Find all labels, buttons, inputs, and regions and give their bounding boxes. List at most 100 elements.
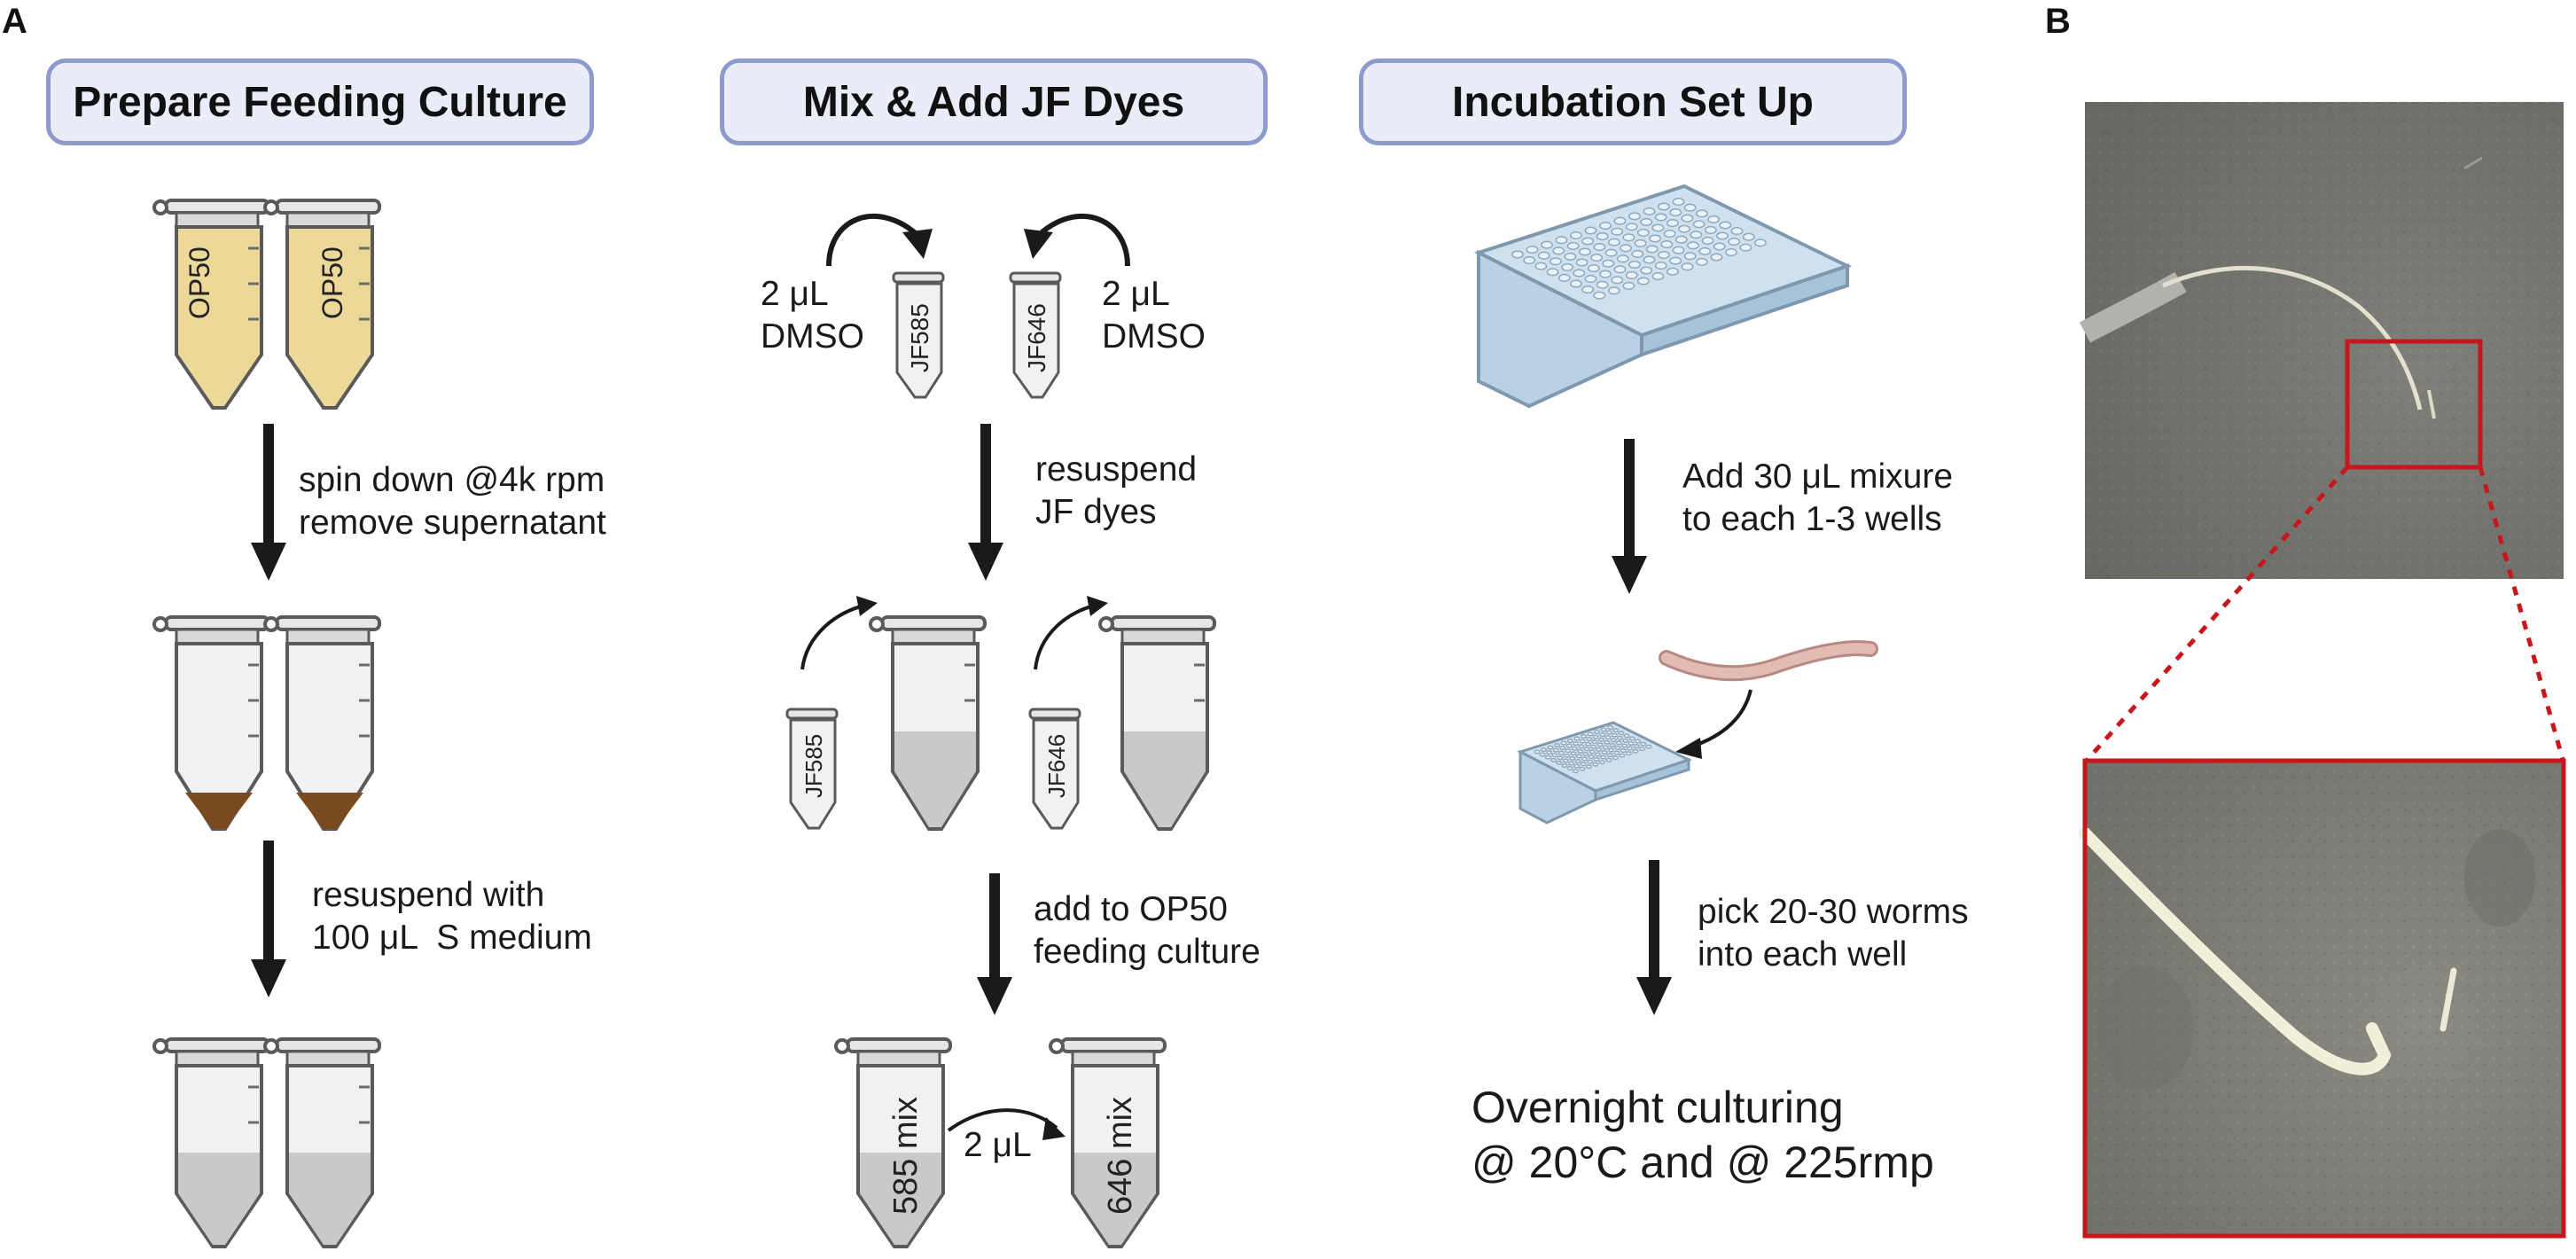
jf585-tube-top: JF585 [892, 271, 945, 399]
well [1571, 746, 1578, 751]
dmso-label-left: 2 μL DMSO [761, 275, 864, 356]
well [1607, 286, 1620, 295]
mix646-tube: 646 mix [1049, 1037, 1167, 1248]
well [1654, 213, 1667, 222]
well [1618, 731, 1625, 736]
curved-arrow-dmso-right [1024, 213, 1130, 267]
well [1570, 231, 1582, 239]
well [1539, 752, 1546, 757]
well [1596, 232, 1609, 241]
well [1753, 239, 1767, 247]
well [1587, 264, 1600, 273]
well [1570, 751, 1577, 756]
transfer-volume-label: 2 μL [964, 1126, 1032, 1164]
well [1625, 751, 1632, 756]
well [1602, 259, 1615, 268]
big-tube-middle-right [1098, 615, 1216, 831]
arrow-down-col2-2 [977, 873, 1012, 1015]
well [1724, 248, 1737, 257]
well [1557, 755, 1564, 761]
well [1551, 753, 1558, 758]
well [1565, 743, 1573, 748]
jf585-label-middle: JF585 [800, 734, 827, 798]
well [1610, 738, 1617, 743]
well [1569, 755, 1576, 761]
well [1546, 750, 1553, 755]
well [1588, 755, 1595, 759]
well [1561, 763, 1568, 768]
well [1547, 745, 1554, 750]
jf646-tube-middle: JF646 [1028, 708, 1081, 830]
step-resuspend-medium: resuspend with 100 μL S medium [312, 876, 592, 957]
well [1534, 262, 1548, 270]
resuspended-tube-right [263, 1037, 381, 1248]
well [1681, 262, 1694, 271]
well [1584, 275, 1597, 284]
well [1645, 744, 1652, 749]
arrow-down-col3-1 [1612, 439, 1647, 594]
jf646-tube-top: JF646 [1009, 271, 1062, 399]
well [1597, 737, 1604, 742]
well [1728, 238, 1741, 246]
well [1713, 242, 1726, 251]
well [1592, 734, 1599, 739]
well [1636, 277, 1650, 285]
well [1604, 739, 1611, 745]
well [1710, 253, 1723, 262]
well [1622, 281, 1635, 290]
arrow-down-col2-1 [968, 424, 1003, 581]
curved-arrow-jf646-transfer [1034, 596, 1108, 670]
well [1666, 267, 1679, 276]
well [1593, 757, 1600, 762]
well [1620, 244, 1633, 253]
well [1613, 216, 1627, 225]
well [1604, 735, 1612, 740]
well [1716, 231, 1729, 240]
mix646-label: 646 mix [1102, 1097, 1139, 1215]
jf646-label-top: JF646 [1023, 303, 1050, 372]
well [1575, 754, 1582, 759]
step-add-mixture: Add 30 μL mixure to each 1-3 wells [1682, 457, 1954, 538]
well [1612, 755, 1619, 761]
well [1582, 751, 1589, 756]
step-resuspend-jf-dyes: resuspend JF dyes [1035, 450, 1198, 531]
well [1730, 227, 1744, 236]
well [1628, 212, 1641, 221]
well [1628, 260, 1641, 269]
zoom-region-box [2345, 339, 2483, 470]
well [1578, 744, 1585, 749]
jf646-label-middle: JF646 [1043, 734, 1070, 798]
well [1614, 746, 1621, 750]
well [1561, 262, 1574, 271]
well [1585, 764, 1592, 770]
well [1580, 762, 1587, 767]
well [1643, 207, 1656, 215]
mix585-label: 585 mix [887, 1097, 925, 1215]
well [1616, 254, 1629, 263]
photo-zoomed [2079, 758, 2566, 1239]
well [1581, 237, 1595, 246]
well [1634, 239, 1647, 247]
well [1573, 269, 1586, 278]
well [1695, 209, 1708, 218]
well [1602, 745, 1609, 750]
well [1627, 746, 1634, 751]
well [1566, 739, 1574, 743]
well [1643, 255, 1656, 264]
well [1592, 762, 1599, 767]
well [1619, 753, 1626, 758]
well [1622, 233, 1635, 242]
mix585-tube: 585 mix [834, 1037, 952, 1248]
well [1526, 246, 1539, 254]
well [1625, 223, 1638, 231]
well [1578, 247, 1591, 256]
op50-label-right: OP50 [316, 246, 348, 319]
panel-label-a: A [2, 2, 27, 41]
well [1611, 227, 1624, 236]
well [1681, 214, 1694, 223]
well [1617, 735, 1624, 740]
well [1631, 249, 1644, 258]
well [1579, 766, 1586, 771]
dmso-label-right: 2 μL DMSO [1102, 275, 1206, 356]
